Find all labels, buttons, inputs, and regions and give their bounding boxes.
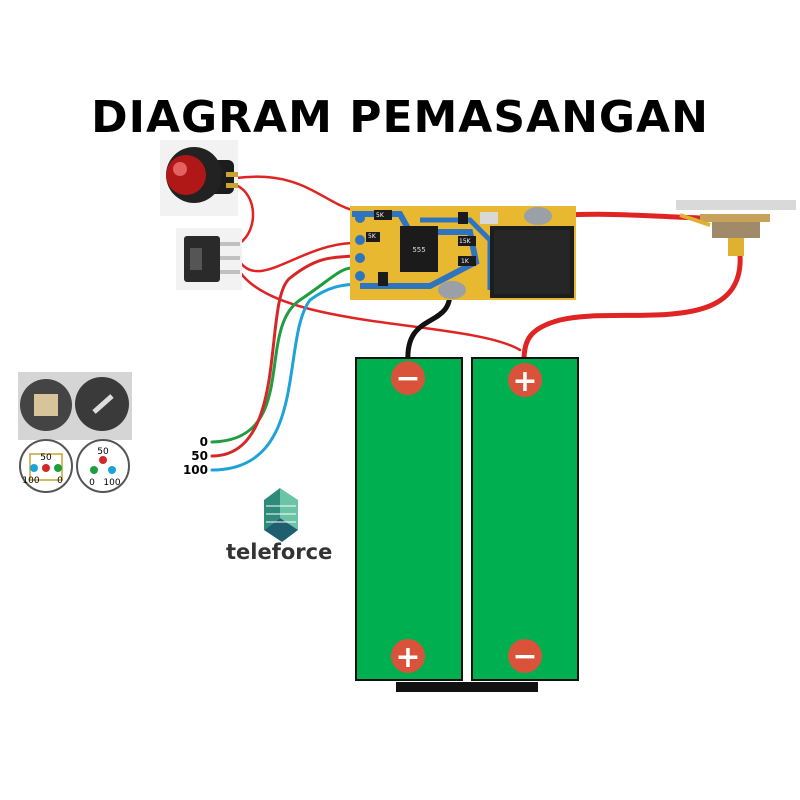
diagram-title: DIAGRAM PEMASANGAN — [91, 92, 709, 143]
potentiometer-photo — [18, 372, 132, 440]
key-left-bottom-right-label: 0 — [57, 476, 63, 486]
resistor-label-3: 15K — [459, 238, 472, 245]
battery-left-bottom-terminal: + — [395, 640, 420, 675]
battery-right: + − — [471, 357, 579, 681]
wire-label-50: 50 — [191, 449, 208, 463]
wire-pot-100 — [210, 282, 358, 472]
key-right-bottom-left-label: 0 — [89, 478, 95, 488]
wire-pushbutton-to-pcb — [234, 175, 354, 212]
wire-switch-to-battery — [238, 270, 522, 352]
battery-right-top-terminal: + — [512, 364, 537, 399]
resistor-label-1: 5K — [368, 233, 377, 240]
battery-left: − + — [355, 357, 463, 681]
slide-switch — [176, 228, 242, 290]
potentiometer-key-left: 50 100 0 — [19, 439, 73, 493]
wire-pot-0 — [210, 266, 354, 444]
wire-pot-50 — [210, 254, 354, 458]
battery-left-top-terminal: − — [395, 361, 420, 396]
wire-pushbutton-to-switch — [234, 183, 255, 245]
battery-bridge — [396, 682, 538, 692]
wire-label-100: 100 — [183, 463, 208, 477]
potentiometer-key-right: 50 0 100 — [76, 439, 130, 493]
battery-right-bottom-terminal: − — [512, 639, 537, 674]
key-left-top-label: 50 — [40, 453, 52, 463]
key-left-bottom-left-label: 100 — [22, 476, 39, 486]
push-button — [160, 140, 238, 216]
wire-label-0: 0 — [200, 435, 208, 449]
control-module-pcb: 555 5K 5K 15K 1K — [350, 206, 576, 300]
teleforce-logo-icon — [264, 488, 298, 542]
wire-pcb-to-battery-negative — [405, 287, 453, 365]
key-right-top-label: 50 — [97, 447, 109, 457]
wire-contact-to-battery — [521, 252, 743, 363]
key-right-bottom-right-label: 100 — [103, 478, 120, 488]
chip-label: 555 — [412, 246, 425, 254]
wire-switch-to-pcb — [238, 241, 354, 273]
spring-contact — [676, 200, 796, 256]
resistor-label-2: 5K — [376, 212, 385, 219]
brand-name: teleforce — [226, 540, 333, 564]
resistor-label-4: 1K — [461, 258, 470, 265]
